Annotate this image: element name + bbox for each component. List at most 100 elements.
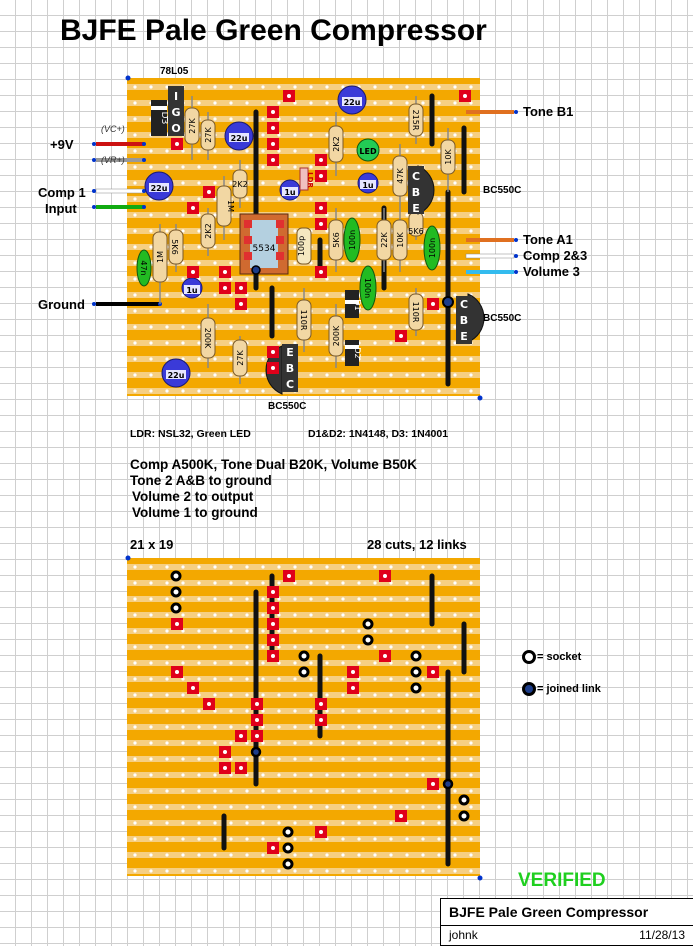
resistor-label: 10K [444,149,453,165]
cap-label: 100n [363,278,372,298]
wire-comp23 [465,253,515,259]
title-block-date: 11/28/13 [639,928,685,942]
pin-label: E [286,346,294,359]
pin-label: C [286,378,294,391]
resistor-label: 215R [411,110,420,131]
resistor-label: 5K6 [408,227,423,236]
pin-label: C [412,170,420,183]
d1-label: D1 [353,299,362,310]
pin-label: C [460,298,468,311]
led-label: LED [359,147,377,156]
resistor-label: 5K6 [332,232,341,247]
pin-label: B [460,314,468,327]
resistor-label: 1M [156,251,165,263]
bottom-cuts [171,570,439,854]
wire-ground [96,302,160,306]
wire-input [96,205,144,209]
wire-comp1 [95,188,145,194]
cap-label: 100n [348,230,357,250]
title-block-divider [441,925,693,926]
ldr-label: LDR [306,172,314,188]
resistor-label: 1M [226,200,235,212]
wire-end-markers [92,110,518,306]
regulator-label: 78L05 [160,66,189,77]
cuts-links-count: 28 cuts, 12 links [367,537,467,552]
label-9v: +9V [50,137,74,152]
note-vol2: Volume 2 to output [132,489,254,504]
legend-joined: = joined link [537,683,601,695]
resistor-label: 2K2 [232,180,247,189]
top-resistor-labels: 27K 27K 2K2 2K2 47K 215R 10K 1M 2K2 5K6 … [156,110,453,366]
regulator [168,86,184,136]
top-film-caps: 100p 100n 100n 100n 47n [136,217,441,311]
resistor-label: 47K [396,168,405,184]
title-block-name: BJFE Pale Green Compressor [449,904,649,920]
resistor-label: 200K [203,328,212,349]
cap-label: 1u [362,181,374,190]
cap-label: 22u [231,134,248,143]
wire-toneb1 [466,110,514,114]
top-semis: LED LDR D1 D2 D3 [151,100,380,366]
resistor-label: 27K [204,127,213,143]
d2-label: D2 [353,347,362,358]
cap-label: 22u [151,184,168,193]
resistor-label: 22K [380,232,389,248]
bottom-joined-links [250,746,454,790]
top-resistors [152,96,456,384]
label-input: Input [45,201,77,216]
ic-5534: 5534 [239,213,289,275]
pin-label: B [286,362,294,375]
board-size: 21 x 19 [130,537,174,552]
pin-label: E [412,202,420,215]
note-vol1: Volume 1 to ground [132,505,258,520]
resistor-label: 110R [299,310,308,331]
verified-status: VERIFIED [518,870,606,891]
note-ldr: LDR: NSL32, Green LED [130,428,251,440]
pin-label: E [460,330,468,343]
resistor-label: 2K2 [204,223,213,238]
note-tone2: Tone 2 A&B to ground [130,473,272,488]
wire-vol3 [466,270,514,274]
resistor-label: 2K2 [332,136,341,151]
wire-vr [96,158,144,162]
label-vol3: Volume 3 [523,264,580,279]
offboard-wires [95,110,515,306]
socket-legend-icon [522,650,536,664]
cap-label: 1u [186,286,198,295]
transistor-type-label: BC550C [483,313,522,324]
label-tonea1: Tone A1 [523,232,573,247]
label-vc: (VC+) [101,124,125,134]
page-title: BJFE Pale Green Compressor [60,14,487,47]
resistor-label: 5K6 [170,239,179,254]
cap-label: 100n [428,238,437,258]
wire-9v [96,142,144,146]
legend-socket: = socket [537,651,582,663]
cap-label: 22u [168,371,185,380]
bottom-board [127,558,480,876]
joined-link-legend-icon [522,682,536,696]
label-toneb1: Tone B1 [523,104,574,119]
d3-label: D3 [159,112,169,125]
transistor-type-label: BC550C [483,185,522,196]
pin-label: B [412,186,420,199]
pin-label: G [171,106,180,119]
board-corner-markers [125,75,483,881]
pin-label: I [174,90,178,103]
bottom-sockets [170,570,470,870]
title-block: BJFE Pale Green Compressor johnk 11/28/1… [440,898,693,946]
resistor-label: 27K [236,350,245,366]
cap-label: 100p [297,236,306,256]
resistor-label: 110R [411,302,420,323]
label-comp23: Comp 2&3 [523,248,588,263]
transistor-type-label: BC550C [268,401,307,412]
note-diodes: D1&D2: 1N4148, D3: 1N4001 [308,428,449,440]
wire-tonea1 [466,238,514,242]
cap-label: 22u [344,98,361,107]
top-cuts [171,90,471,374]
resistor-label: 10K [396,232,405,248]
ic-label: 5534 [253,244,276,254]
pin-label: O [171,122,180,135]
resistor-label: 27K [188,118,197,134]
label-ground: Ground [38,297,85,312]
